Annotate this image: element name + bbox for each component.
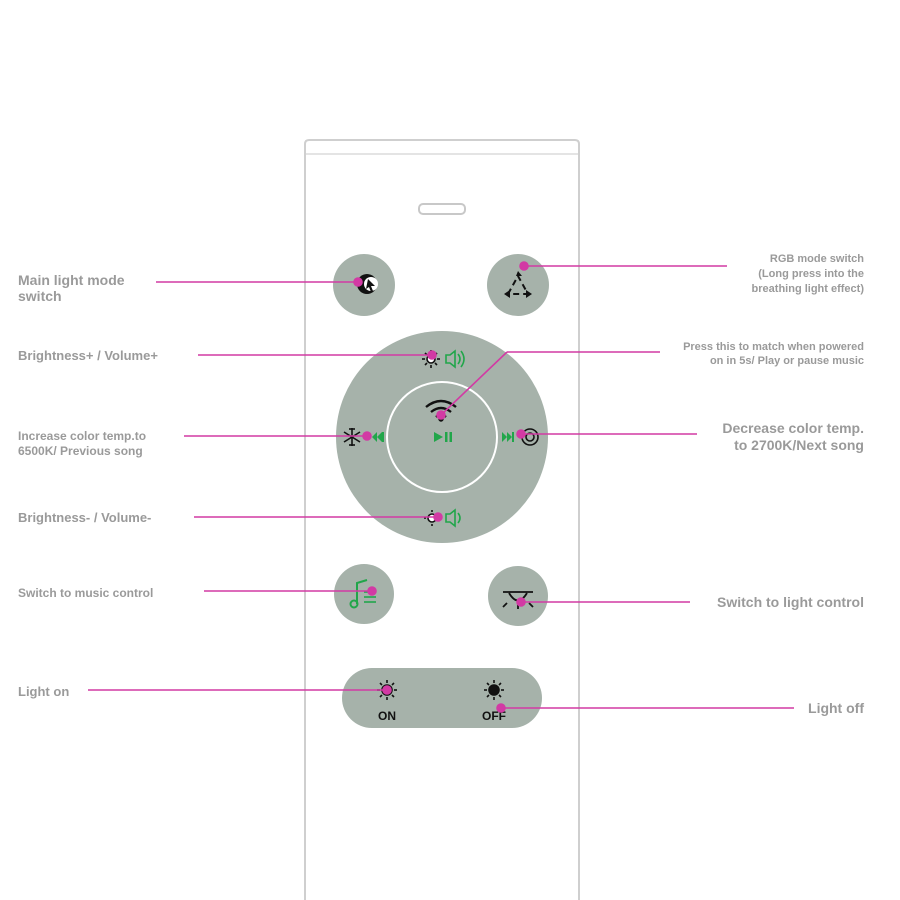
power-pill (342, 668, 542, 728)
next-track-icon (502, 432, 514, 442)
label-press-to-match: Press this to match when powered on in 5… (683, 341, 864, 367)
rgb-mode-button[interactable] (487, 254, 549, 316)
label-light-on: Light on (18, 684, 70, 699)
label-decrease-color-temp: Decrease color temp. to 2700K/Next song (722, 420, 864, 453)
main-light-mode-button[interactable] (333, 254, 395, 316)
music-control-button[interactable] (334, 564, 394, 624)
callout-lines (88, 261, 794, 713)
play-pause-icon (434, 432, 452, 442)
label-increase-color-temp: Increase color temp.to 6500K/ Previous s… (18, 429, 147, 458)
on-button-label: ON (378, 709, 396, 723)
music-note-icon (349, 579, 376, 609)
label-rgb-mode: RGB mode switch (Long press into the bre… (751, 253, 864, 295)
light-off-icon (484, 680, 504, 700)
label-light-off: Light off (808, 700, 864, 716)
recycle-icon (504, 271, 532, 298)
label-light-control: Switch to light control (717, 594, 864, 610)
mode-toggle-icon (357, 274, 378, 294)
label-brightness-down: Brightness- / Volume- (18, 510, 152, 525)
callout-match-diag (440, 351, 508, 416)
label-brightness-up: Brightness+ / Volume+ (18, 348, 158, 363)
previous-track-icon (372, 432, 384, 442)
volume-up-icon (445, 349, 465, 369)
snowflake-icon (343, 428, 361, 446)
indicator-led (418, 203, 466, 215)
label-music-control: Switch to music control (18, 586, 154, 600)
brightness-down-button[interactable] (424, 508, 461, 528)
lamp-icon (502, 591, 534, 609)
label-main-light-mode: Main light mode switch (18, 272, 125, 304)
light-control-button[interactable] (488, 566, 548, 626)
volume-down-icon (445, 508, 461, 528)
prev-song-button[interactable] (343, 428, 384, 446)
